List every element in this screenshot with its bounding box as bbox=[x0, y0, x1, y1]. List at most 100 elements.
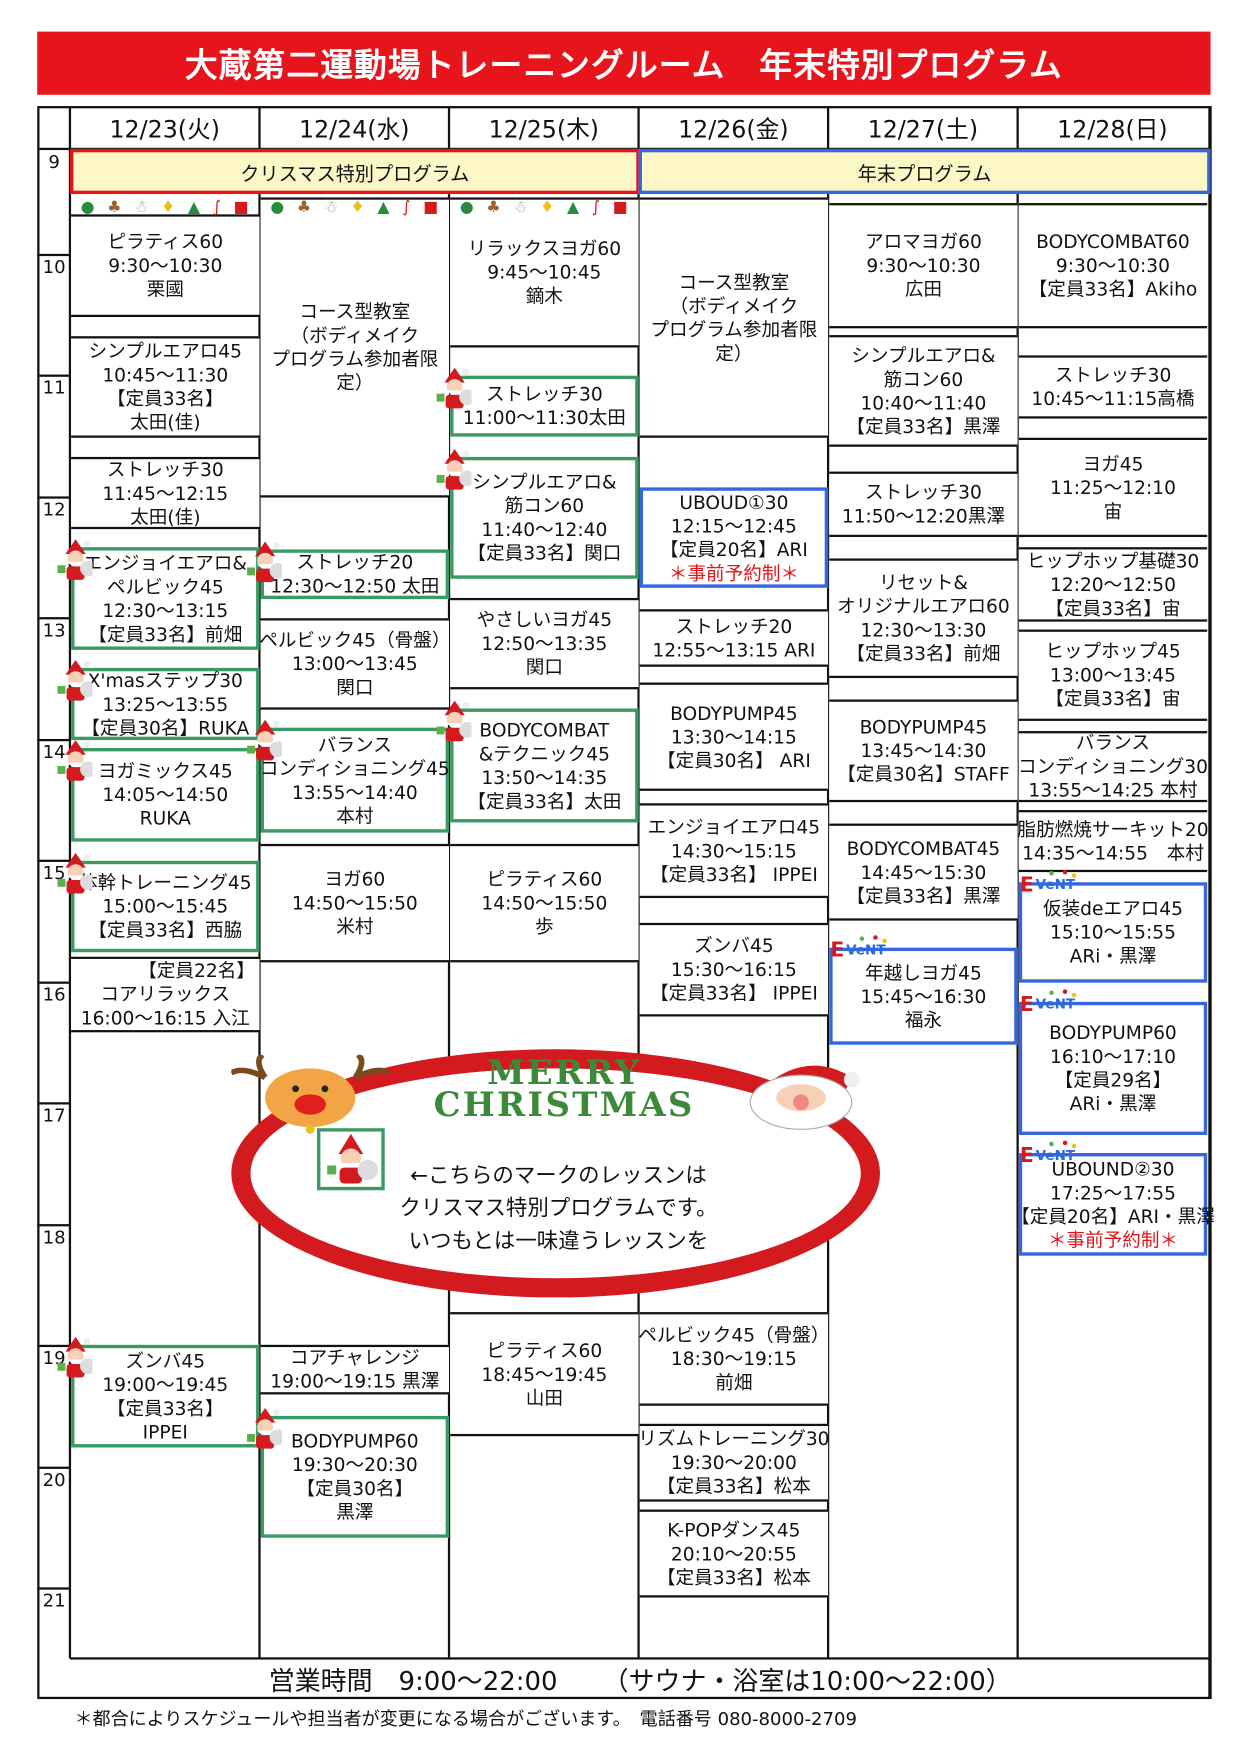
lesson-name: ピラティス60 bbox=[107, 231, 224, 253]
hour-divider bbox=[37, 1224, 70, 1227]
lesson-name: ヒップホップ基礎30 bbox=[1026, 549, 1200, 572]
svg-text:E: E bbox=[1020, 1143, 1034, 1167]
lesson-detail: 16:10～17:10 bbox=[1050, 1045, 1176, 1068]
lesson-name: ピラティス60 bbox=[486, 1339, 603, 1362]
lesson-detail: 12:20～12:50 bbox=[1050, 573, 1176, 596]
lesson-detail: 福永 bbox=[904, 1009, 943, 1031]
lesson-detail: 関口 bbox=[525, 656, 563, 679]
lesson-detail: 11:25～12:10 bbox=[1050, 476, 1176, 499]
lesson-detail: 太田(佳) bbox=[130, 411, 201, 434]
lesson-detail: コアリラックス bbox=[100, 983, 231, 1006]
hour-divider bbox=[37, 981, 70, 984]
lesson-detail: 13:00～13:45 bbox=[1050, 664, 1176, 686]
lesson-name: BODYPUMP45 bbox=[670, 702, 798, 724]
christmas-message: ←こちらのマークのレッスンは クリスマス特別プログラムです。 いつもとは一味違う… bbox=[372, 1160, 744, 1258]
lesson-detail: 山田 bbox=[525, 1387, 563, 1409]
column-divider bbox=[826, 106, 830, 1659]
lesson-name: ストレッチ30 bbox=[485, 383, 603, 406]
ornament-icon: ♣ bbox=[107, 198, 122, 217]
lesson-detail: 15:45～16:30 bbox=[860, 985, 987, 1007]
hour-divider bbox=[37, 1587, 70, 1590]
lesson-detail: 13:50～14:35 bbox=[481, 766, 608, 789]
ornament-icon: ☃ bbox=[134, 198, 149, 217]
lesson-detail: ペルビック45 bbox=[106, 575, 224, 598]
lesson-detail: 前畑 bbox=[715, 1371, 753, 1394]
lesson-detail: 12:30～13:30 bbox=[860, 619, 987, 641]
lesson-name: ヨガ60 bbox=[324, 868, 386, 891]
ornament-icon: ♣ bbox=[486, 198, 501, 217]
lesson-detail: 9:30～10:30 bbox=[1055, 254, 1170, 277]
lesson-name: ヨガ45 bbox=[1082, 452, 1144, 475]
lesson-detail: 13:30～14:15 bbox=[670, 725, 797, 748]
lesson-name: ヒップホップ45 bbox=[1045, 640, 1181, 663]
lesson-name: 仮装deエアロ45 bbox=[1042, 898, 1183, 920]
hour-label: 12 bbox=[42, 498, 66, 521]
day-header: 12/27(土) bbox=[867, 116, 979, 144]
message-line: ←こちらのマークのレッスンは bbox=[410, 1163, 707, 1188]
lesson-name: ズンバ45 bbox=[125, 1349, 206, 1372]
lesson-detail: 13:00～13:45 bbox=[291, 653, 418, 675]
lesson-detail: 【定員33名】前畑 bbox=[88, 623, 243, 645]
hour-divider bbox=[37, 1344, 70, 1348]
santa-icon bbox=[54, 1336, 96, 1386]
lesson-detail: 【定員33名】 bbox=[106, 1397, 224, 1419]
lesson-detail: 13:55～14:40 bbox=[291, 781, 418, 803]
lesson-detail: 【定員33名】松本 bbox=[656, 1566, 811, 1588]
lesson-cell: コース型教室（ボディメイクプログラム参加者限定） bbox=[260, 197, 450, 498]
svg-text:E: E bbox=[1020, 992, 1034, 1016]
lesson-name: UBOUND②30 bbox=[1051, 1158, 1175, 1180]
lesson-detail: 本村 bbox=[336, 804, 374, 827]
santa-icon bbox=[54, 659, 96, 709]
lesson-detail: 10:40～11:40 bbox=[860, 392, 987, 414]
lesson-detail: 栗國 bbox=[146, 278, 184, 301]
lesson-detail: 9:30～10:30 bbox=[108, 254, 223, 277]
lesson-name: シンプルエアロ& bbox=[472, 471, 617, 494]
ornament-icon: ♦ bbox=[350, 198, 365, 217]
santa-icon bbox=[244, 1407, 286, 1457]
lesson-detail: ARi・黒澤 bbox=[1069, 945, 1157, 967]
lesson-name: コース型教室 bbox=[299, 301, 411, 323]
hour-label: 13 bbox=[42, 619, 66, 641]
lesson-name: K-POPダンス45 bbox=[667, 1519, 801, 1541]
lesson-detail: RUKA bbox=[139, 807, 191, 830]
hour-label: 10 bbox=[42, 256, 66, 278]
ornament-icon: ♣ bbox=[296, 198, 311, 217]
day-header: 12/25(木) bbox=[488, 116, 600, 144]
lesson-name: バランス bbox=[1075, 732, 1151, 754]
lesson-detail: 13:25～13:55 bbox=[102, 693, 229, 715]
lesson-detail: 14:50～15:50 bbox=[481, 892, 608, 914]
lesson-detail: 18:30～19:15 bbox=[670, 1348, 797, 1370]
lesson-detail: 宙 bbox=[1103, 500, 1123, 522]
sauna-hours-text: （サウナ・浴室は10:00～22:00） bbox=[602, 1667, 1012, 1697]
lesson-detail: 広田 bbox=[904, 278, 943, 301]
footer-divider bbox=[69, 1657, 1211, 1660]
lesson-detail: 【定員33名】黒澤 bbox=[846, 885, 1001, 907]
lesson-detail: 14:45～15:30 bbox=[860, 861, 987, 883]
lesson-detail: 19:00～19:45 bbox=[102, 1373, 229, 1396]
lesson-detail: 【定員33名】西脇 bbox=[88, 919, 243, 941]
merry-christmas-logo: MERRY CHRISTMAS bbox=[433, 1053, 695, 1125]
santa-icon bbox=[54, 739, 96, 789]
lesson-detail: オリジナルエアロ60 bbox=[837, 595, 1010, 618]
hour-divider bbox=[37, 1102, 70, 1105]
lesson-name: X'masステップ30 bbox=[87, 669, 243, 692]
lesson-name: ピラティス60 bbox=[486, 868, 603, 891]
lesson-detail: 歩 bbox=[535, 916, 554, 938]
lesson-detail: 【定員33名】 IPPEI bbox=[649, 863, 818, 886]
